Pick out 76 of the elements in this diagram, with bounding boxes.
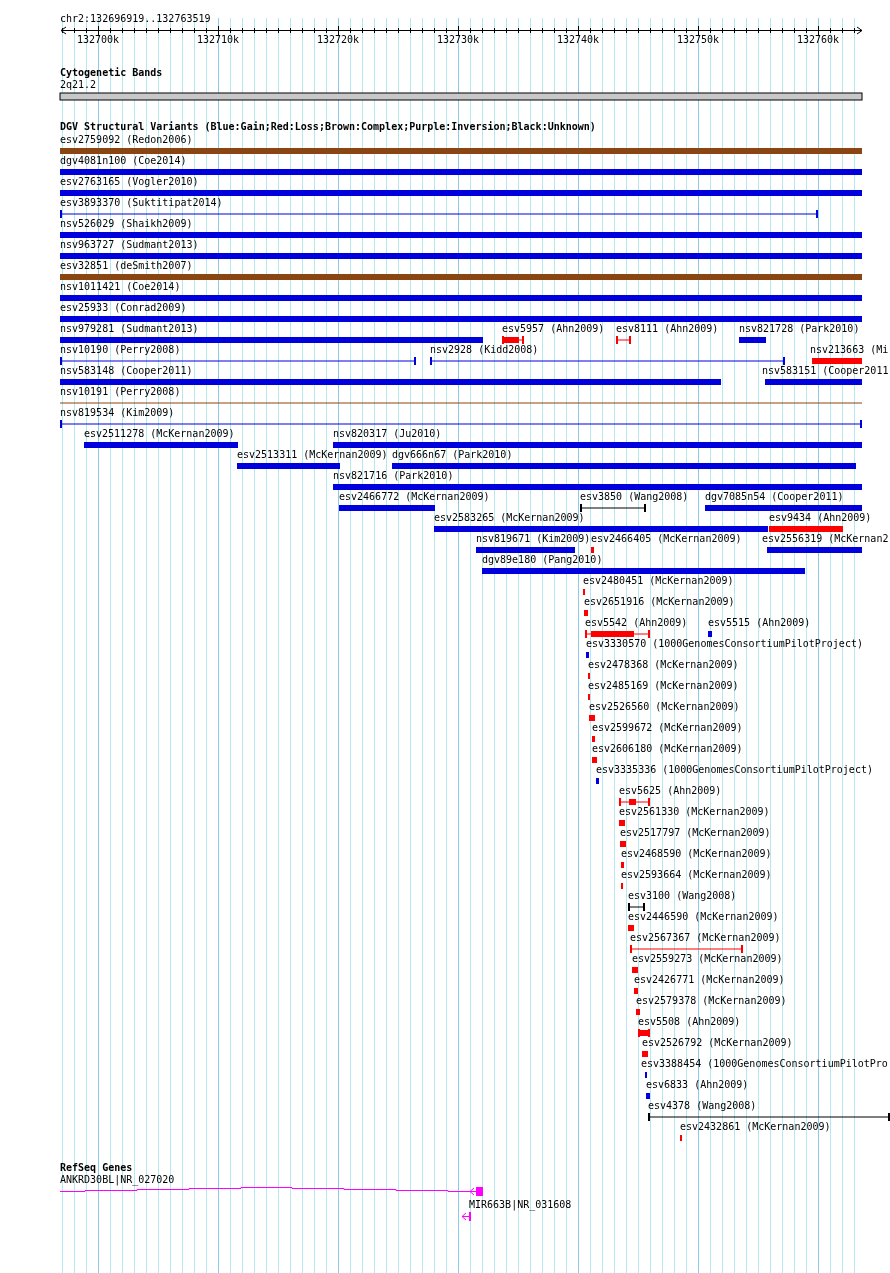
variant-label: nsv583148 (Cooper2011)	[60, 365, 193, 377]
variant-label: esv2468590 (McKernan2009)	[621, 848, 772, 860]
variant-label: esv3330570 (1000GenomesConsortiumPilotProject)	[586, 638, 863, 650]
variant-label: esv5542 (Ahn2009)	[585, 617, 688, 629]
variant-label: esv2559273 (McKernan2009)	[632, 953, 783, 965]
variant-label: dgv89e180 (Pang2010)	[482, 554, 603, 566]
variant-label: dgv7085n54 (Cooper2011)	[705, 491, 844, 503]
variant-label: esv2759092 (Redon2006)	[60, 134, 193, 146]
variant-label: esv2478368 (McKernan2009)	[588, 659, 739, 671]
variant-label: esv2446590 (McKernan2009)	[628, 911, 779, 923]
scale-label: 132700k	[77, 34, 120, 46]
variant-label: nsv820317 (Ju2010)	[333, 428, 442, 440]
variant-label: nsv213663 (Mi	[810, 344, 889, 356]
variant-label: esv5508 (Ahn2009)	[638, 1016, 741, 1028]
variant-label: esv2466772 (McKernan2009)	[339, 491, 490, 503]
variant-label: esv3893370 (Suktitipat2014)	[60, 197, 223, 209]
variant-label: esv5515 (Ahn2009)	[708, 617, 811, 629]
variant-label: nsv1011421 (Coe2014)	[60, 281, 181, 293]
variant-label: esv6833 (Ahn2009)	[646, 1079, 749, 1091]
variant-label: dgv666n67 (Park2010)	[392, 449, 513, 461]
variant-label: esv2593664 (McKernan2009)	[621, 869, 772, 881]
scale-label: 132730k	[437, 34, 480, 46]
variant-label: esv2480451 (McKernan2009)	[583, 575, 734, 587]
variant-label: nsv819534 (Kim2009)	[60, 407, 175, 419]
variant-label: esv2526560 (McKernan2009)	[589, 701, 740, 713]
track-title: RefSeq Genes	[60, 1162, 133, 1174]
variant-label: esv2432861 (McKernan2009)	[680, 1121, 831, 1133]
scale-label: 132750k	[677, 34, 720, 46]
scale-label: 132760k	[797, 34, 840, 46]
gene-label: MIR663B|NR_031608	[469, 1199, 572, 1211]
variant-label: nsv821716 (Park2010)	[333, 470, 454, 482]
variant-label: esv2763165 (Vogler2010)	[60, 176, 199, 188]
variant-label: esv2599672 (McKernan2009)	[592, 722, 743, 734]
variant-label: nsv10190 (Perry2008)	[60, 344, 181, 356]
variant-label: esv2583265 (McKernan2009)	[434, 512, 585, 524]
position-label: chr2:132696919..132763519	[60, 13, 211, 25]
variant-label: esv5625 (Ahn2009)	[619, 785, 722, 797]
variant-label: esv9434 (Ahn2009)	[769, 512, 872, 524]
variant-label: esv25933 (Conrad2009)	[60, 302, 187, 314]
variant-label: nsv583151 (Cooper2011	[762, 365, 889, 377]
variant-label: nsv10191 (Perry2008)	[60, 386, 181, 398]
variant-label: esv4378 (Wang2008)	[648, 1100, 757, 1112]
track-title: DGV Structural Variants (Blue:Gain;Red:Loss;Brown:Complex;Purple:Inversion;Black:Unknown)	[60, 121, 596, 133]
variant-label: esv2485169 (McKernan2009)	[588, 680, 739, 692]
variant-label: esv2511278 (McKernan2009)	[84, 428, 235, 440]
variant-label: esv32851 (deSmith2007)	[60, 260, 193, 272]
variant-label: esv2606180 (McKernan2009)	[592, 743, 743, 755]
variant-label: nsv821728 (Park2010)	[739, 323, 860, 335]
scale-label: 132740k	[557, 34, 600, 46]
variant-label: esv3335336 (1000GenomesConsortiumPilotProject)	[596, 764, 873, 776]
variant-label: nsv2928 (Kidd2008)	[430, 344, 539, 356]
variant-label: esv2426771 (McKernan2009)	[634, 974, 785, 986]
variant-label: esv5957 (Ahn2009)	[502, 323, 605, 335]
scale-label: 132710k	[197, 34, 240, 46]
scale-label: 132720k	[317, 34, 360, 46]
variant-label: esv2513311 (McKernan2009)	[237, 449, 388, 461]
variant-label: esv2561330 (McKernan2009)	[619, 806, 770, 818]
variant-label: nsv963727 (Sudmant2013)	[60, 239, 199, 251]
variant-label: esv8111 (Ahn2009)	[616, 323, 719, 335]
variant-label: esv3388454 (1000GenomesConsortiumPilotPro	[641, 1058, 888, 1070]
track-title: Cytogenetic Bands	[60, 67, 163, 79]
variant-label: esv2579378 (McKernan2009)	[636, 995, 787, 1007]
variant-label: nsv526029 (Shaikh2009)	[60, 218, 193, 230]
variant-label: nsv819671 (Kim2009)	[476, 533, 591, 545]
variant-label: esv2466405 (McKernan2009)	[591, 533, 742, 545]
variant-label: esv2556319 (McKernan2	[762, 533, 889, 545]
gene-label: ANKRD30BL|NR_027020	[60, 1174, 175, 1186]
variant-label: dgv4081n100 (Coe2014)	[60, 155, 187, 167]
variant-label: nsv979281 (Sudmant2013)	[60, 323, 199, 335]
variant-label: esv3850 (Wang2008)	[580, 491, 689, 503]
band-label: 2q21.2	[60, 79, 97, 91]
variant-label: esv3100 (Wang2008)	[628, 890, 737, 902]
variant-label: esv2567367 (McKernan2009)	[630, 932, 781, 944]
variant-label: esv2517797 (McKernan2009)	[620, 827, 771, 839]
variant-label: esv2651916 (McKernan2009)	[584, 596, 735, 608]
variant-label: esv2526792 (McKernan2009)	[642, 1037, 793, 1049]
